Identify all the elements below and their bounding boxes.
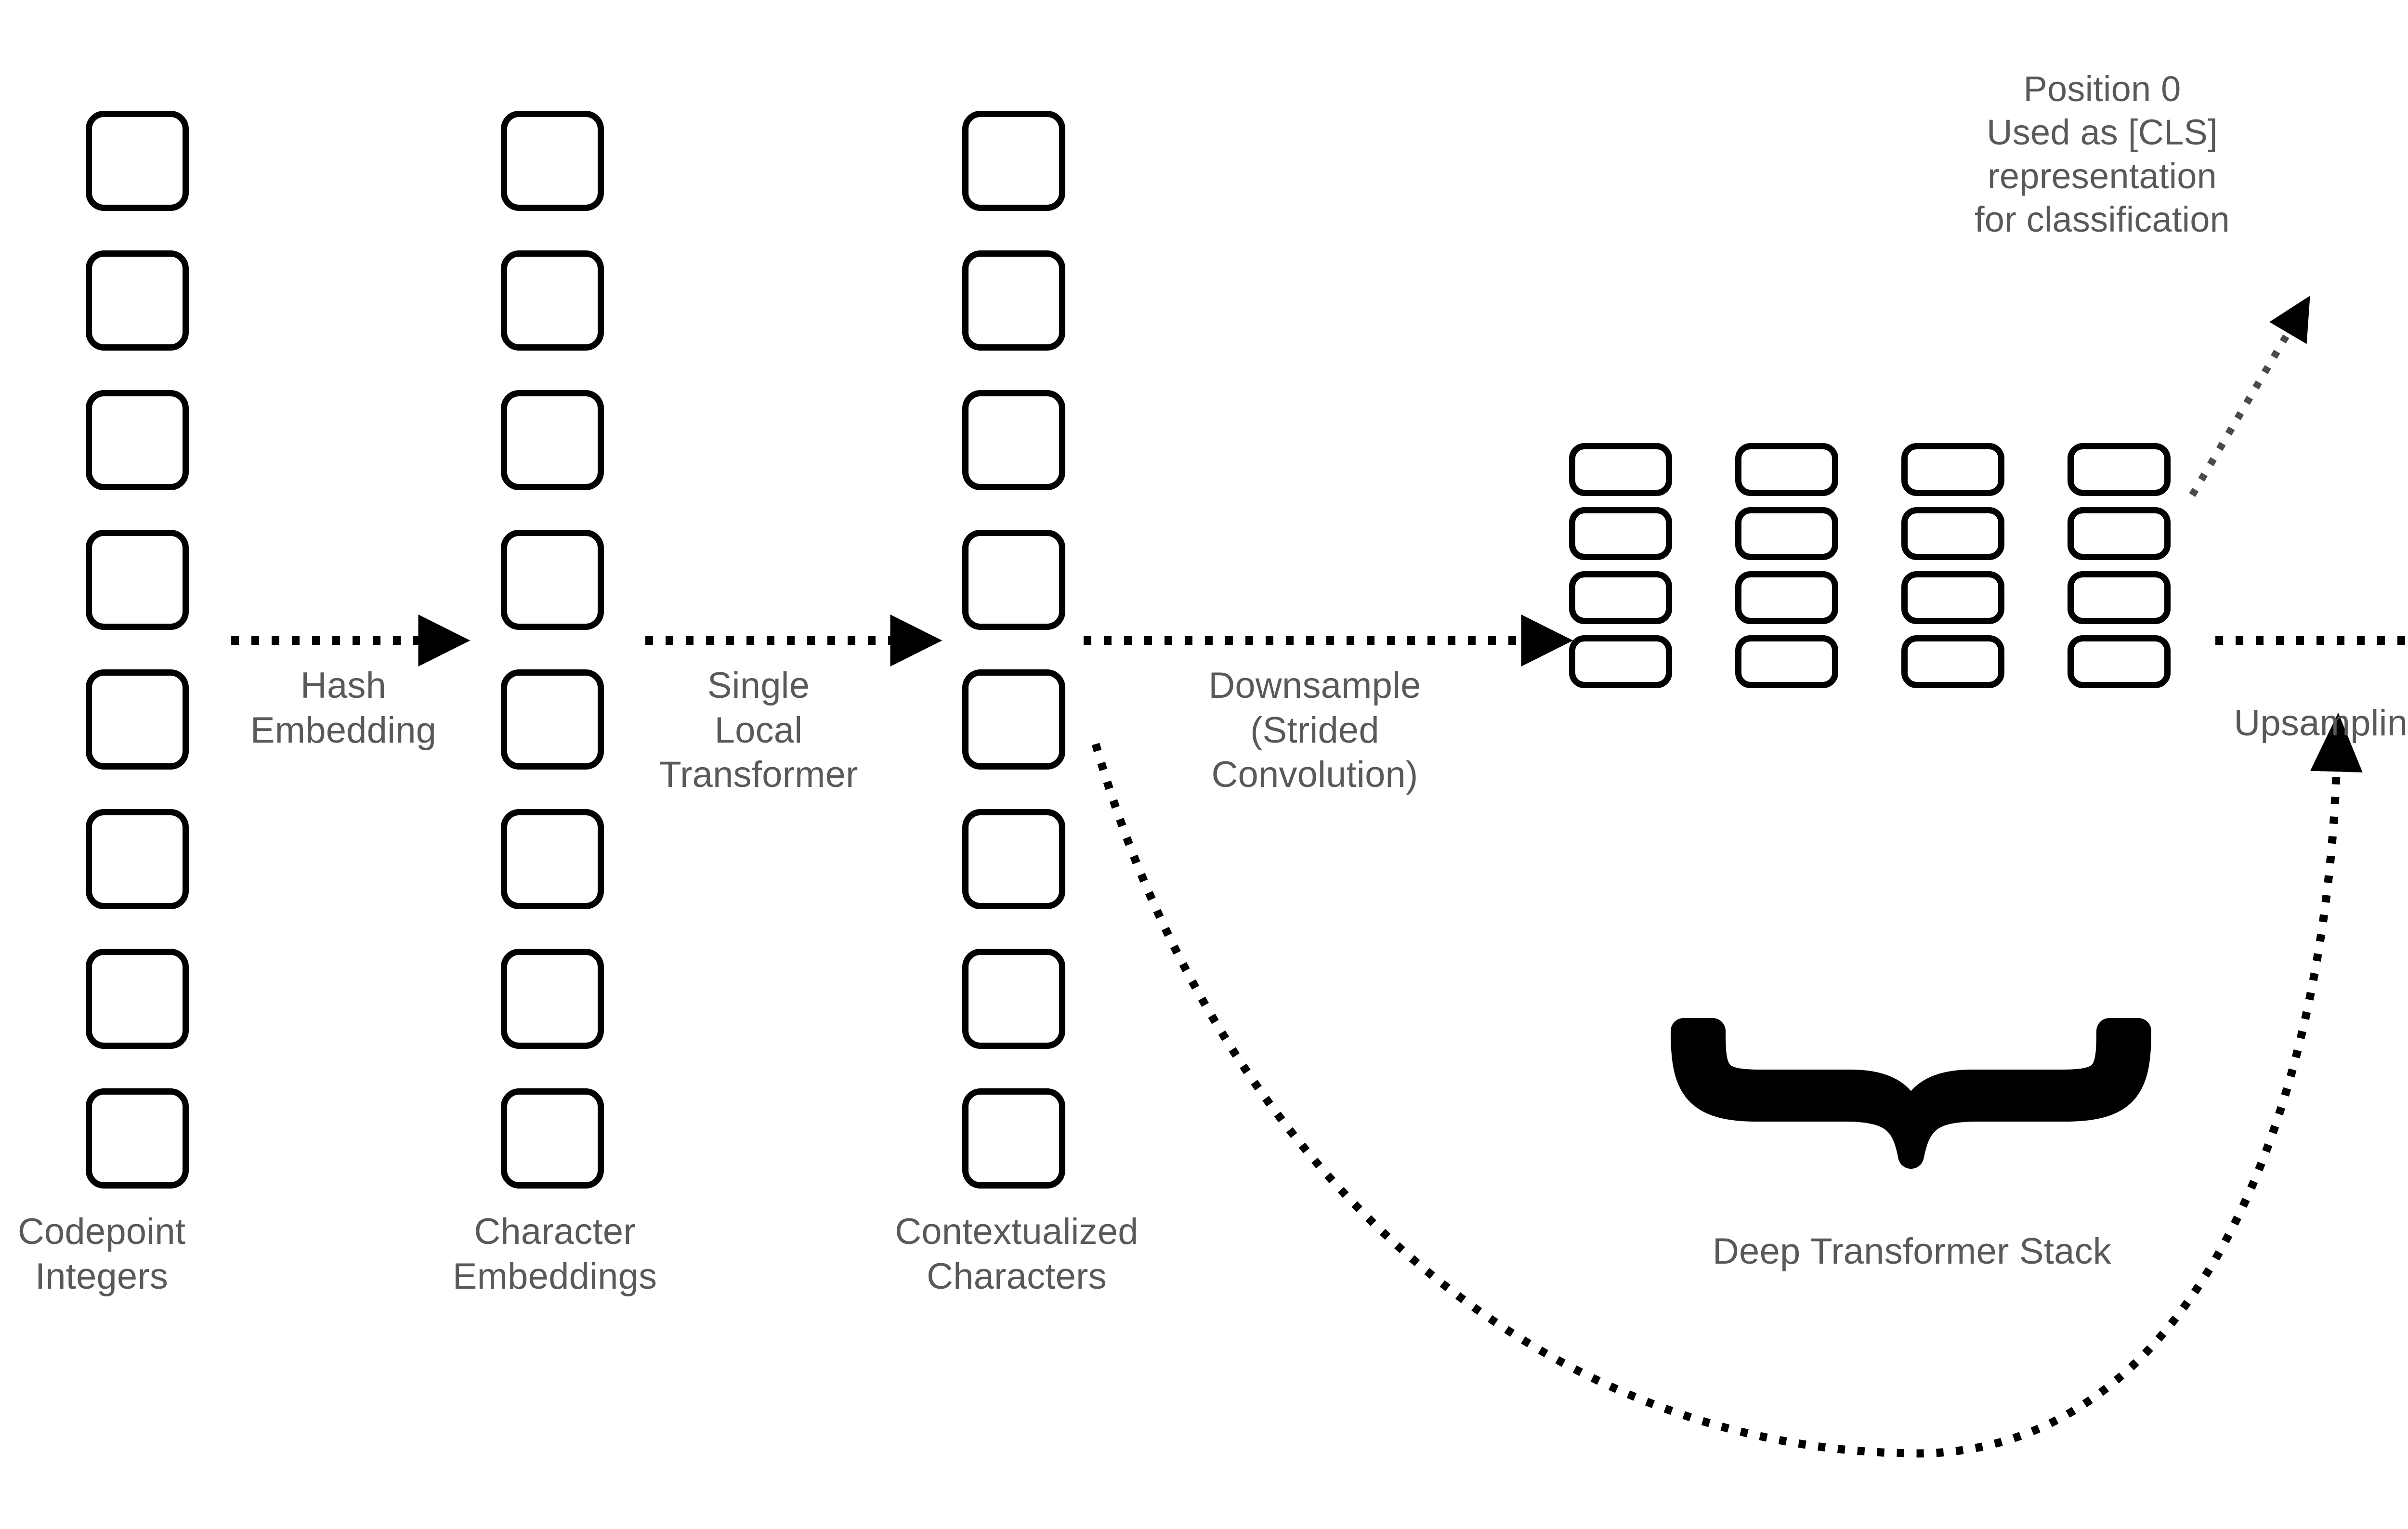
- cell-codepoint-integers-3: [86, 530, 189, 630]
- cell-character-embeddings-2: [501, 390, 604, 490]
- cell-codepoint-integers-0: [86, 111, 189, 211]
- cell-deep-transformer-stack-r3-c2: [1901, 635, 2004, 688]
- arrow-label-hash-embedding: Hash Embedding: [250, 665, 437, 751]
- cell-contextualized-characters-2: [962, 390, 1065, 490]
- arrow-label-upsampling: Upsampling: [2234, 703, 2408, 744]
- cell-codepoint-integers-1: [86, 250, 189, 351]
- cell-deep-transformer-stack-r1-c1: [1735, 507, 1838, 560]
- cls-position-annotation: Position 0 Used as [CLS] representation …: [1974, 69, 2230, 239]
- deep-transformer-stack-label: Deep Transformer Stack: [1712, 1231, 2112, 1272]
- cell-contextualized-characters-6: [962, 949, 1065, 1049]
- cell-character-embeddings-6: [501, 949, 604, 1049]
- cell-codepoint-integers-6: [86, 949, 189, 1049]
- cell-character-embeddings-3: [501, 530, 604, 630]
- column-label-character-embeddings: Character Embeddings: [452, 1211, 657, 1297]
- cell-contextualized-characters-5: [962, 809, 1065, 909]
- cell-deep-transformer-stack-r0-c0: [1569, 443, 1672, 496]
- cell-contextualized-characters-7: [962, 1088, 1065, 1189]
- cell-character-embeddings-7: [501, 1088, 604, 1189]
- cell-deep-transformer-stack-r2-c1: [1735, 571, 1838, 624]
- arrow-cls-callout: [2189, 296, 2310, 497]
- cell-contextualized-characters-3: [962, 530, 1065, 630]
- arrow-label-single-local-transformer: Single Local Transformer: [659, 665, 858, 796]
- cell-character-embeddings-1: [501, 250, 604, 351]
- arrow-label-downsample-strided-convolution: Downsample (Strided Convolution): [1208, 665, 1421, 796]
- cell-contextualized-characters-0: [962, 111, 1065, 211]
- cell-deep-transformer-stack-r0-c1: [1735, 443, 1838, 496]
- column-label-contextualized-characters: Contextualized Characters: [895, 1211, 1139, 1297]
- arrow-skip-upsampling: [1091, 713, 2363, 1458]
- cell-character-embeddings-0: [501, 111, 604, 211]
- cell-character-embeddings-4: [501, 669, 604, 770]
- cell-character-embeddings-5: [501, 809, 604, 909]
- cell-codepoint-integers-4: [86, 669, 189, 770]
- cell-deep-transformer-stack-r0-c3: [2068, 443, 2171, 496]
- cell-deep-transformer-stack-r2-c3: [2068, 571, 2171, 624]
- cell-codepoint-integers-5: [86, 809, 189, 909]
- cell-deep-transformer-stack-r1-c2: [1901, 507, 2004, 560]
- cell-contextualized-characters-1: [962, 250, 1065, 351]
- brace-deep-transformer-stack: [1671, 1018, 2151, 1169]
- cell-deep-transformer-stack-r2-c0: [1569, 571, 1672, 624]
- cell-contextualized-characters-4: [962, 669, 1065, 770]
- cell-deep-transformer-stack-r0-c2: [1901, 443, 2004, 496]
- cell-codepoint-integers-2: [86, 390, 189, 490]
- cell-deep-transformer-stack-r3-c3: [2068, 635, 2171, 688]
- cell-deep-transformer-stack-r3-c1: [1735, 635, 1838, 688]
- cell-deep-transformer-stack-r3-c0: [1569, 635, 1672, 688]
- column-label-codepoint-integers: Codepoint Integers: [17, 1211, 186, 1297]
- cell-deep-transformer-stack-r1-c0: [1569, 507, 1672, 560]
- cell-deep-transformer-stack-r2-c2: [1901, 571, 2004, 624]
- cell-codepoint-integers-7: [86, 1088, 189, 1189]
- cell-deep-transformer-stack-r1-c3: [2068, 507, 2171, 560]
